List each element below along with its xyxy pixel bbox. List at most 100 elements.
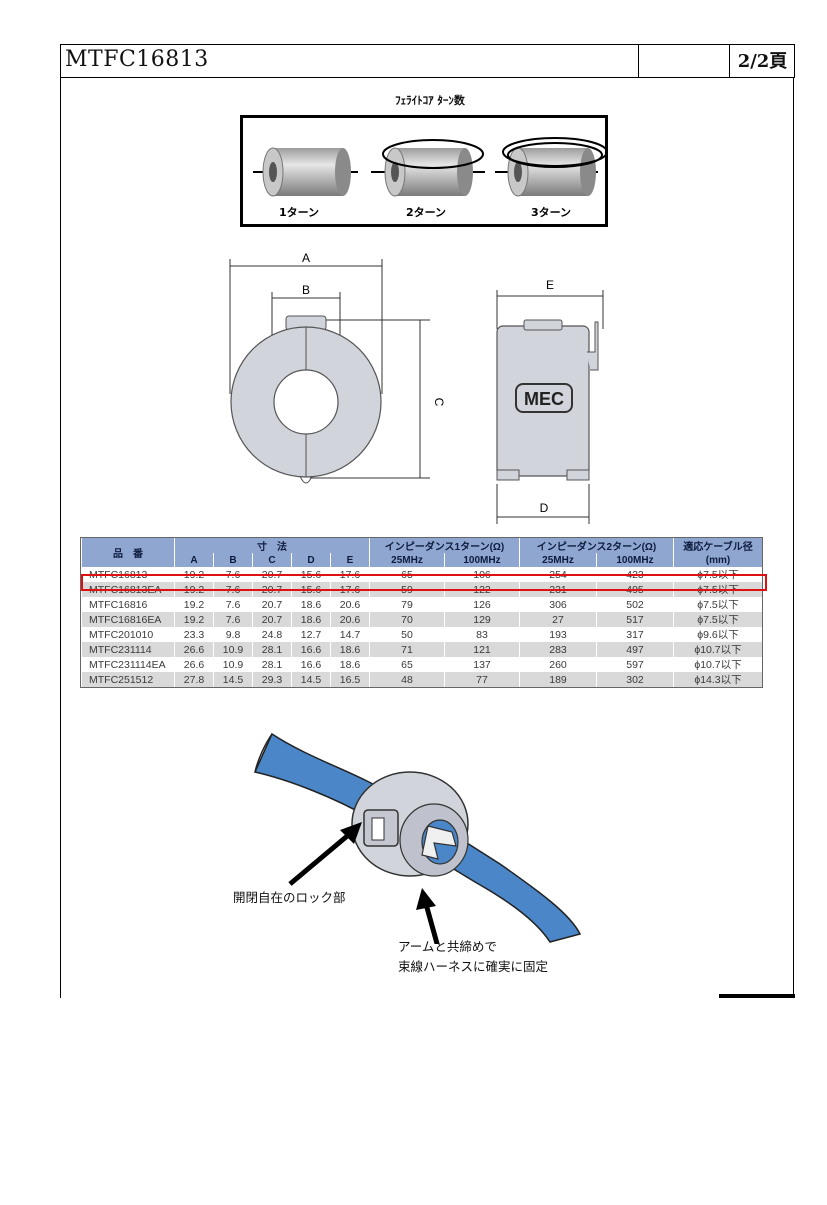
sub-header-e: E: [330, 553, 370, 567]
core-front-view: [230, 315, 382, 484]
sub-header-imp2-25: 25MHz: [519, 553, 597, 567]
table-cell: 18.6: [330, 657, 370, 672]
sub-header-b: B: [213, 553, 253, 567]
table-cell: 18.6: [291, 597, 331, 612]
table-cell: 20.6: [330, 612, 370, 627]
sub-header-cable-unit: (mm): [673, 553, 762, 567]
table-cell: 189: [519, 672, 597, 687]
table-cell: 27.8: [174, 672, 214, 687]
table-cell: 29.3: [252, 672, 292, 687]
table-cell: 26.6: [174, 657, 214, 672]
table-cell: 16.6: [291, 642, 331, 657]
part-number-cell: MTFC251512: [81, 672, 175, 687]
arm-fix-label-line1: アームと共締めで: [398, 940, 497, 954]
part-number-cell: MTFC231114EA: [81, 657, 175, 672]
sub-header-imp1-100: 100MHz: [444, 553, 520, 567]
spec-table: 品 番 寸 法 インピーダンス1ターン(Ω) インピーダンス2ターン(Ω) 適応…: [80, 537, 763, 688]
table-cell: 302: [596, 672, 674, 687]
table-cell: 26.6: [174, 642, 214, 657]
table-cell: 20.6: [330, 597, 370, 612]
table-cell: 71: [369, 642, 445, 657]
sub-header-c: C: [252, 553, 292, 567]
part-number-cell: MTFC201010: [81, 627, 175, 642]
table-cell: 121: [444, 642, 520, 657]
table-cell: 497: [596, 642, 674, 657]
col-imp1-header: インピーダンス1ターン(Ω): [369, 538, 520, 553]
core-3-turns: [495, 137, 608, 197]
table-cell: 517: [596, 612, 674, 627]
table-cell: 48: [369, 672, 445, 687]
table-cell: 283: [519, 642, 597, 657]
turns-illustration: 1ターン 2ターン 3ターン: [253, 137, 608, 219]
core-side-view: MEC: [496, 319, 599, 481]
header-bar: MTFC16813 2/2頁: [60, 44, 795, 78]
table-cell: 14.5: [291, 672, 331, 687]
table-cell: 79: [369, 597, 445, 612]
lock-part-label: 開閉自在のロック部: [233, 891, 346, 905]
table-cell: 126: [444, 597, 520, 612]
table-cell: 7.6: [213, 612, 253, 627]
table-cell: 260: [519, 657, 597, 672]
turns-figure-title: ﾌｪﾗｲﾄｺｱ ﾀｰﾝ数: [395, 94, 465, 107]
table-cell: 23.3: [174, 627, 214, 642]
table-cell: ϕ7.5以下: [673, 612, 762, 627]
table-cell: 19.2: [174, 597, 214, 612]
sub-header-imp1-25: 25MHz: [369, 553, 445, 567]
table-cell: 14.7: [330, 627, 370, 642]
table-cell: 16.5: [330, 672, 370, 687]
core-2-turns: [371, 139, 485, 197]
highlight-row-box: [81, 574, 767, 591]
table-cell: ϕ7.5以下: [673, 597, 762, 612]
part-number-cell: MTFC16816: [81, 597, 175, 612]
dim-label-e: E: [546, 278, 554, 292]
table-cell: 77: [444, 672, 520, 687]
table-cell: 193: [519, 627, 597, 642]
table-cell: 137: [444, 657, 520, 672]
table-cell: 129: [444, 612, 520, 627]
sub-header-d: D: [291, 553, 331, 567]
col-imp2-header: インピーダンス2ターン(Ω): [519, 538, 674, 553]
table-cell: 10.9: [213, 642, 253, 657]
table-cell: ϕ10.7以下: [673, 657, 762, 672]
dim-label-c: C: [432, 398, 446, 407]
turn-label-1: 1ターン: [279, 206, 319, 219]
part-number-cell: MTFC231114: [81, 642, 175, 657]
table-cell: ϕ10.7以下: [673, 642, 762, 657]
table-cell: 597: [596, 657, 674, 672]
turns-figure: 1ターン 2ターン 3ターン: [240, 115, 608, 227]
table-cell: 28.1: [252, 642, 292, 657]
table-cell: ϕ14.3以下: [673, 672, 762, 687]
table-cell: 10.9: [213, 657, 253, 672]
sub-header-a: A: [174, 553, 214, 567]
col-cable-header: 適応ケーブル径: [673, 538, 762, 553]
col-dims-header: 寸 法: [174, 538, 370, 553]
table-cell: 27: [519, 612, 597, 627]
table-cell: 20.7: [252, 597, 292, 612]
table-cell: 28.1: [252, 657, 292, 672]
header-empty-cell: [638, 45, 729, 77]
table-cell: 16.6: [291, 657, 331, 672]
turn-label-2: 2ターン: [406, 206, 446, 219]
table-cell: 12.7: [291, 627, 331, 642]
turn-label-3: 3ターン: [531, 206, 571, 219]
table-cell: 24.8: [252, 627, 292, 642]
table-cell: 65: [369, 657, 445, 672]
table-cell: 20.7: [252, 612, 292, 627]
table-cell: 19.2: [174, 612, 214, 627]
document-frame: MTFC16813 2/2頁 ﾌｪﾗｲﾄｺｱ ﾀｰﾝ数: [60, 44, 795, 998]
table-cell: 18.6: [291, 612, 331, 627]
part-number-cell: MTFC16816EA: [81, 612, 175, 627]
bottom-bar: [719, 994, 795, 998]
table-cell: 18.6: [330, 642, 370, 657]
core-1-turn: [253, 147, 358, 197]
document-title: MTFC16813: [65, 47, 209, 72]
table-cell: 83: [444, 627, 520, 642]
table-cell: 7.6: [213, 597, 253, 612]
